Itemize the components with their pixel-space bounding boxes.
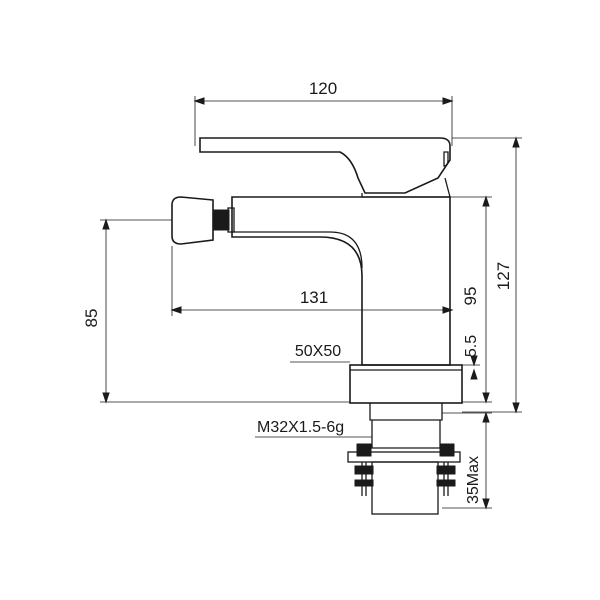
dim-120-label: 120 bbox=[309, 79, 337, 98]
dimension-lines bbox=[100, 96, 522, 510]
thread-lower bbox=[371, 420, 441, 449]
stud-nut-right-2 bbox=[436, 479, 456, 487]
dim-127-label: 127 bbox=[494, 262, 513, 290]
mounting-bracket bbox=[347, 443, 461, 515]
nozzle-ring bbox=[212, 209, 230, 231]
lever-handle bbox=[199, 137, 451, 194]
aerator-nozzle bbox=[171, 196, 235, 245]
stud-nut-left-1 bbox=[354, 465, 374, 475]
dim-131-label: 131 bbox=[300, 288, 328, 307]
faucet-body bbox=[231, 196, 451, 366]
dim-85-label: 85 bbox=[82, 309, 101, 328]
shank-block bbox=[371, 461, 439, 515]
stud-nut-left-2 bbox=[354, 479, 374, 487]
bracket-nut-right bbox=[439, 443, 455, 457]
faucet-outline bbox=[171, 137, 463, 515]
bracket-nut-left bbox=[356, 443, 372, 457]
nozzle-head bbox=[171, 196, 214, 245]
lever-cap bbox=[443, 151, 449, 167]
dim-50x50-label: 50X50 bbox=[295, 343, 341, 360]
handle-neck bbox=[361, 177, 451, 198]
base-plate bbox=[349, 364, 463, 404]
spout-inner-line bbox=[232, 231, 363, 269]
dim-m32-label: M32X1.5-6g bbox=[257, 419, 344, 436]
dimension-labels: 120 131 50X50 M32X1.5-6g 85 95 5.5 127 3… bbox=[82, 79, 513, 504]
stud-nut-right-1 bbox=[436, 465, 456, 475]
dim-5-5-label: 5.5 bbox=[463, 335, 480, 357]
dim-95-label: 95 bbox=[461, 287, 480, 306]
dim-35max-label: 35Max bbox=[465, 456, 482, 504]
thread-connector bbox=[369, 403, 443, 421]
